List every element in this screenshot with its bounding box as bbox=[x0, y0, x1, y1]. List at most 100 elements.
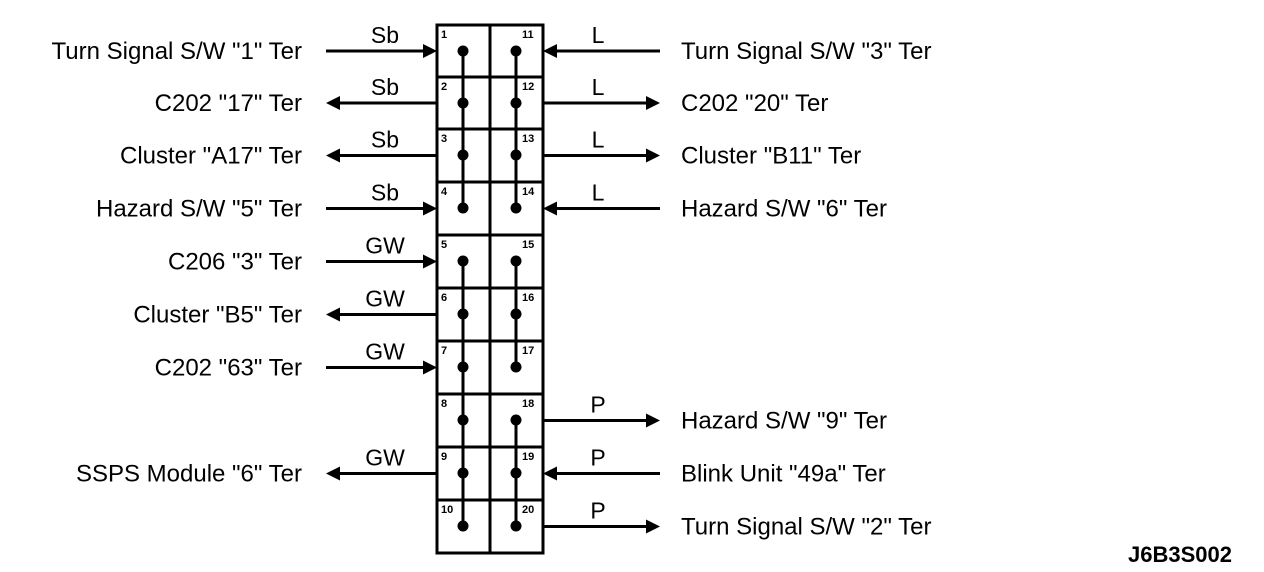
junction-dot bbox=[510, 467, 522, 479]
terminal-label: Hazard S/W "6" Ter bbox=[681, 196, 887, 223]
pin-number: 7 bbox=[441, 345, 447, 357]
junction-dot bbox=[457, 308, 469, 320]
arrow-head bbox=[326, 96, 340, 110]
wire-color: L bbox=[592, 74, 605, 100]
pin-number: 2 bbox=[441, 81, 447, 93]
terminal-label: Cluster "B5" Ter bbox=[133, 302, 302, 329]
wire-color: P bbox=[590, 498, 605, 524]
terminal-label: C206 "3" Ter bbox=[168, 249, 302, 276]
arrow-head bbox=[646, 413, 660, 428]
bus-bars bbox=[457, 45, 522, 532]
pin-number: 1 bbox=[441, 29, 447, 41]
wire-color: L bbox=[592, 22, 605, 48]
junction-dot bbox=[457, 149, 469, 161]
junction-dot bbox=[510, 361, 522, 373]
terminal-label: Cluster "B11" Ter bbox=[681, 143, 861, 170]
bus-right-upper bbox=[510, 45, 522, 214]
bus-left-lower bbox=[457, 255, 469, 532]
pin-number: 18 bbox=[522, 398, 534, 410]
arrow-head bbox=[423, 254, 437, 269]
junction-dot bbox=[510, 97, 522, 109]
junction-dot bbox=[457, 361, 469, 373]
arrow-head bbox=[646, 148, 660, 163]
arrow-head bbox=[423, 201, 437, 216]
right-wire-row: L C202 "20" Ter bbox=[543, 74, 828, 117]
arrow-head bbox=[423, 44, 437, 58]
terminal-label: Blink Unit "49a" Ter bbox=[681, 461, 886, 488]
junction-dot bbox=[510, 308, 522, 320]
right-wire-row: P Hazard S/W "9" Ter bbox=[543, 392, 887, 435]
wire-color: Sb bbox=[371, 22, 399, 48]
arrow-head bbox=[543, 201, 557, 216]
terminal-label: C202 "20" Ter bbox=[681, 90, 828, 117]
left-wire-row: GW C206 "3" Ter bbox=[168, 233, 437, 276]
pin-number: 8 bbox=[441, 398, 447, 410]
wire-color: L bbox=[592, 127, 605, 153]
pin-number: 15 bbox=[522, 239, 534, 251]
wire-color: Sb bbox=[371, 127, 399, 153]
wire-color: P bbox=[590, 392, 605, 418]
arrow-head bbox=[326, 148, 340, 163]
arrow-head bbox=[326, 307, 340, 322]
terminal-label: C202 "63" Ter bbox=[155, 355, 302, 382]
junction-dot bbox=[457, 45, 469, 57]
left-wire-row: GW Cluster "B5" Ter bbox=[133, 286, 437, 329]
arrow-head bbox=[326, 466, 340, 481]
right-wire-row: P Turn Signal S/W "2" Ter bbox=[543, 498, 931, 541]
right-wire-row: L Hazard S/W "6" Ter bbox=[543, 180, 887, 223]
pin-number: 9 bbox=[441, 451, 447, 463]
arrow-head bbox=[646, 519, 660, 534]
wire-color: P bbox=[590, 445, 605, 471]
pin-number: 17 bbox=[522, 345, 534, 357]
pin-number: 3 bbox=[441, 133, 447, 145]
wire-color: Sb bbox=[371, 180, 399, 206]
pin-number: 19 bbox=[522, 451, 534, 463]
bus-right-lower bbox=[510, 414, 522, 532]
arrow-head bbox=[543, 466, 557, 481]
wire-color: GW bbox=[365, 286, 405, 312]
connector-block bbox=[435, 23, 545, 555]
left-wire-row: GW C202 "63" Ter bbox=[155, 339, 437, 382]
wire-color: GW bbox=[365, 233, 405, 259]
junction-dot bbox=[510, 202, 522, 214]
pin-number: 16 bbox=[522, 292, 534, 304]
pin-number: 13 bbox=[522, 133, 534, 145]
terminal-label: C202 "17" Ter bbox=[155, 90, 302, 117]
junction-dot bbox=[457, 520, 469, 532]
junction-dot bbox=[457, 202, 469, 214]
junction-dot bbox=[457, 467, 469, 479]
pin-number: 11 bbox=[522, 29, 534, 41]
wire-color: L bbox=[592, 180, 605, 206]
terminal-label: Turn Signal S/W "3" Ter bbox=[681, 38, 931, 65]
terminal-label: Turn Signal S/W "1" Ter bbox=[52, 38, 302, 65]
pin-number: 12 bbox=[522, 81, 534, 93]
wire-color: Sb bbox=[371, 74, 399, 100]
terminal-label: Turn Signal S/W "2" Ter bbox=[681, 514, 931, 541]
terminal-label: Hazard S/W "9" Ter bbox=[681, 408, 887, 435]
arrow-head bbox=[543, 44, 557, 58]
pin-number: 10 bbox=[441, 504, 453, 516]
pin-number: 6 bbox=[441, 292, 447, 304]
wire-color: GW bbox=[365, 339, 405, 365]
right-wire-row: L Turn Signal S/W "3" Ter bbox=[543, 22, 931, 65]
junction-dot bbox=[510, 520, 522, 532]
junction-dot bbox=[457, 97, 469, 109]
junction-dot bbox=[510, 255, 522, 267]
arrow-head bbox=[646, 96, 660, 110]
bus-left-upper bbox=[457, 45, 469, 214]
bus-right-middle bbox=[510, 255, 522, 373]
terminal-label: Cluster "A17" Ter bbox=[120, 143, 302, 170]
junction-dot bbox=[510, 414, 522, 426]
pin-number: 4 bbox=[441, 186, 448, 198]
right-wire-row: L Cluster "B11" Ter bbox=[543, 127, 861, 170]
junction-dot bbox=[457, 255, 469, 267]
diagram-code: J6B3S002 bbox=[1128, 542, 1232, 567]
